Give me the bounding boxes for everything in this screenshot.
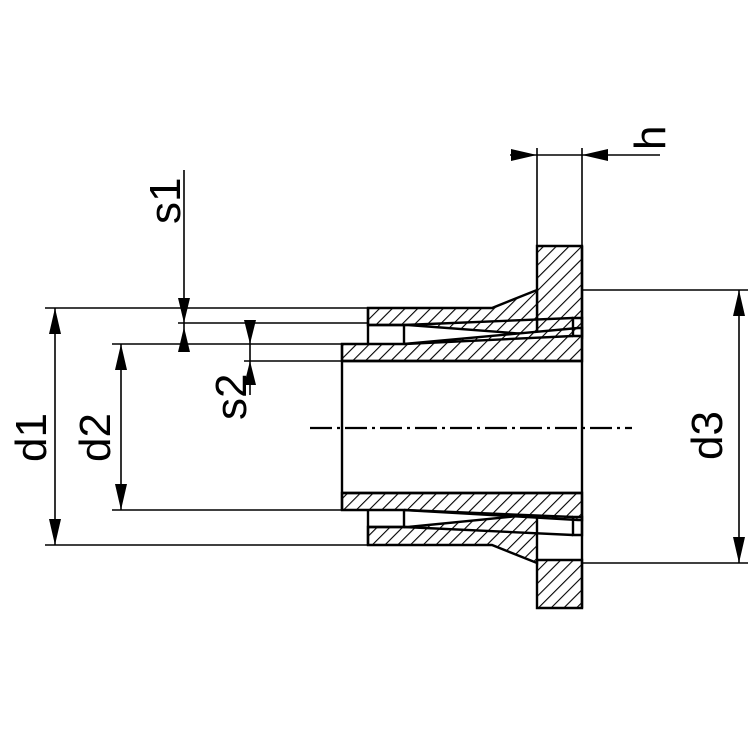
upper-section: [340, 244, 584, 363]
label-d3: d3: [683, 411, 732, 460]
dimension-d2: d2: [71, 343, 342, 511]
upper-inner-wall-section: [340, 326, 584, 363]
lower-section: [340, 491, 584, 610]
lower-flange-section: [535, 558, 584, 610]
dimension-d1: d1: [7, 307, 368, 546]
dimension-h: h: [510, 126, 675, 246]
dimension-s2: s2: [207, 320, 342, 420]
upper-flange-section: [535, 244, 584, 340]
label-d2: d2: [71, 413, 120, 462]
label-s1: s1: [141, 178, 190, 224]
dimension-s1: s1: [141, 170, 368, 352]
label-h: h: [626, 126, 675, 150]
dimension-d3: d3: [582, 289, 748, 564]
label-s2: s2: [207, 374, 256, 420]
label-d1: d1: [7, 413, 56, 462]
